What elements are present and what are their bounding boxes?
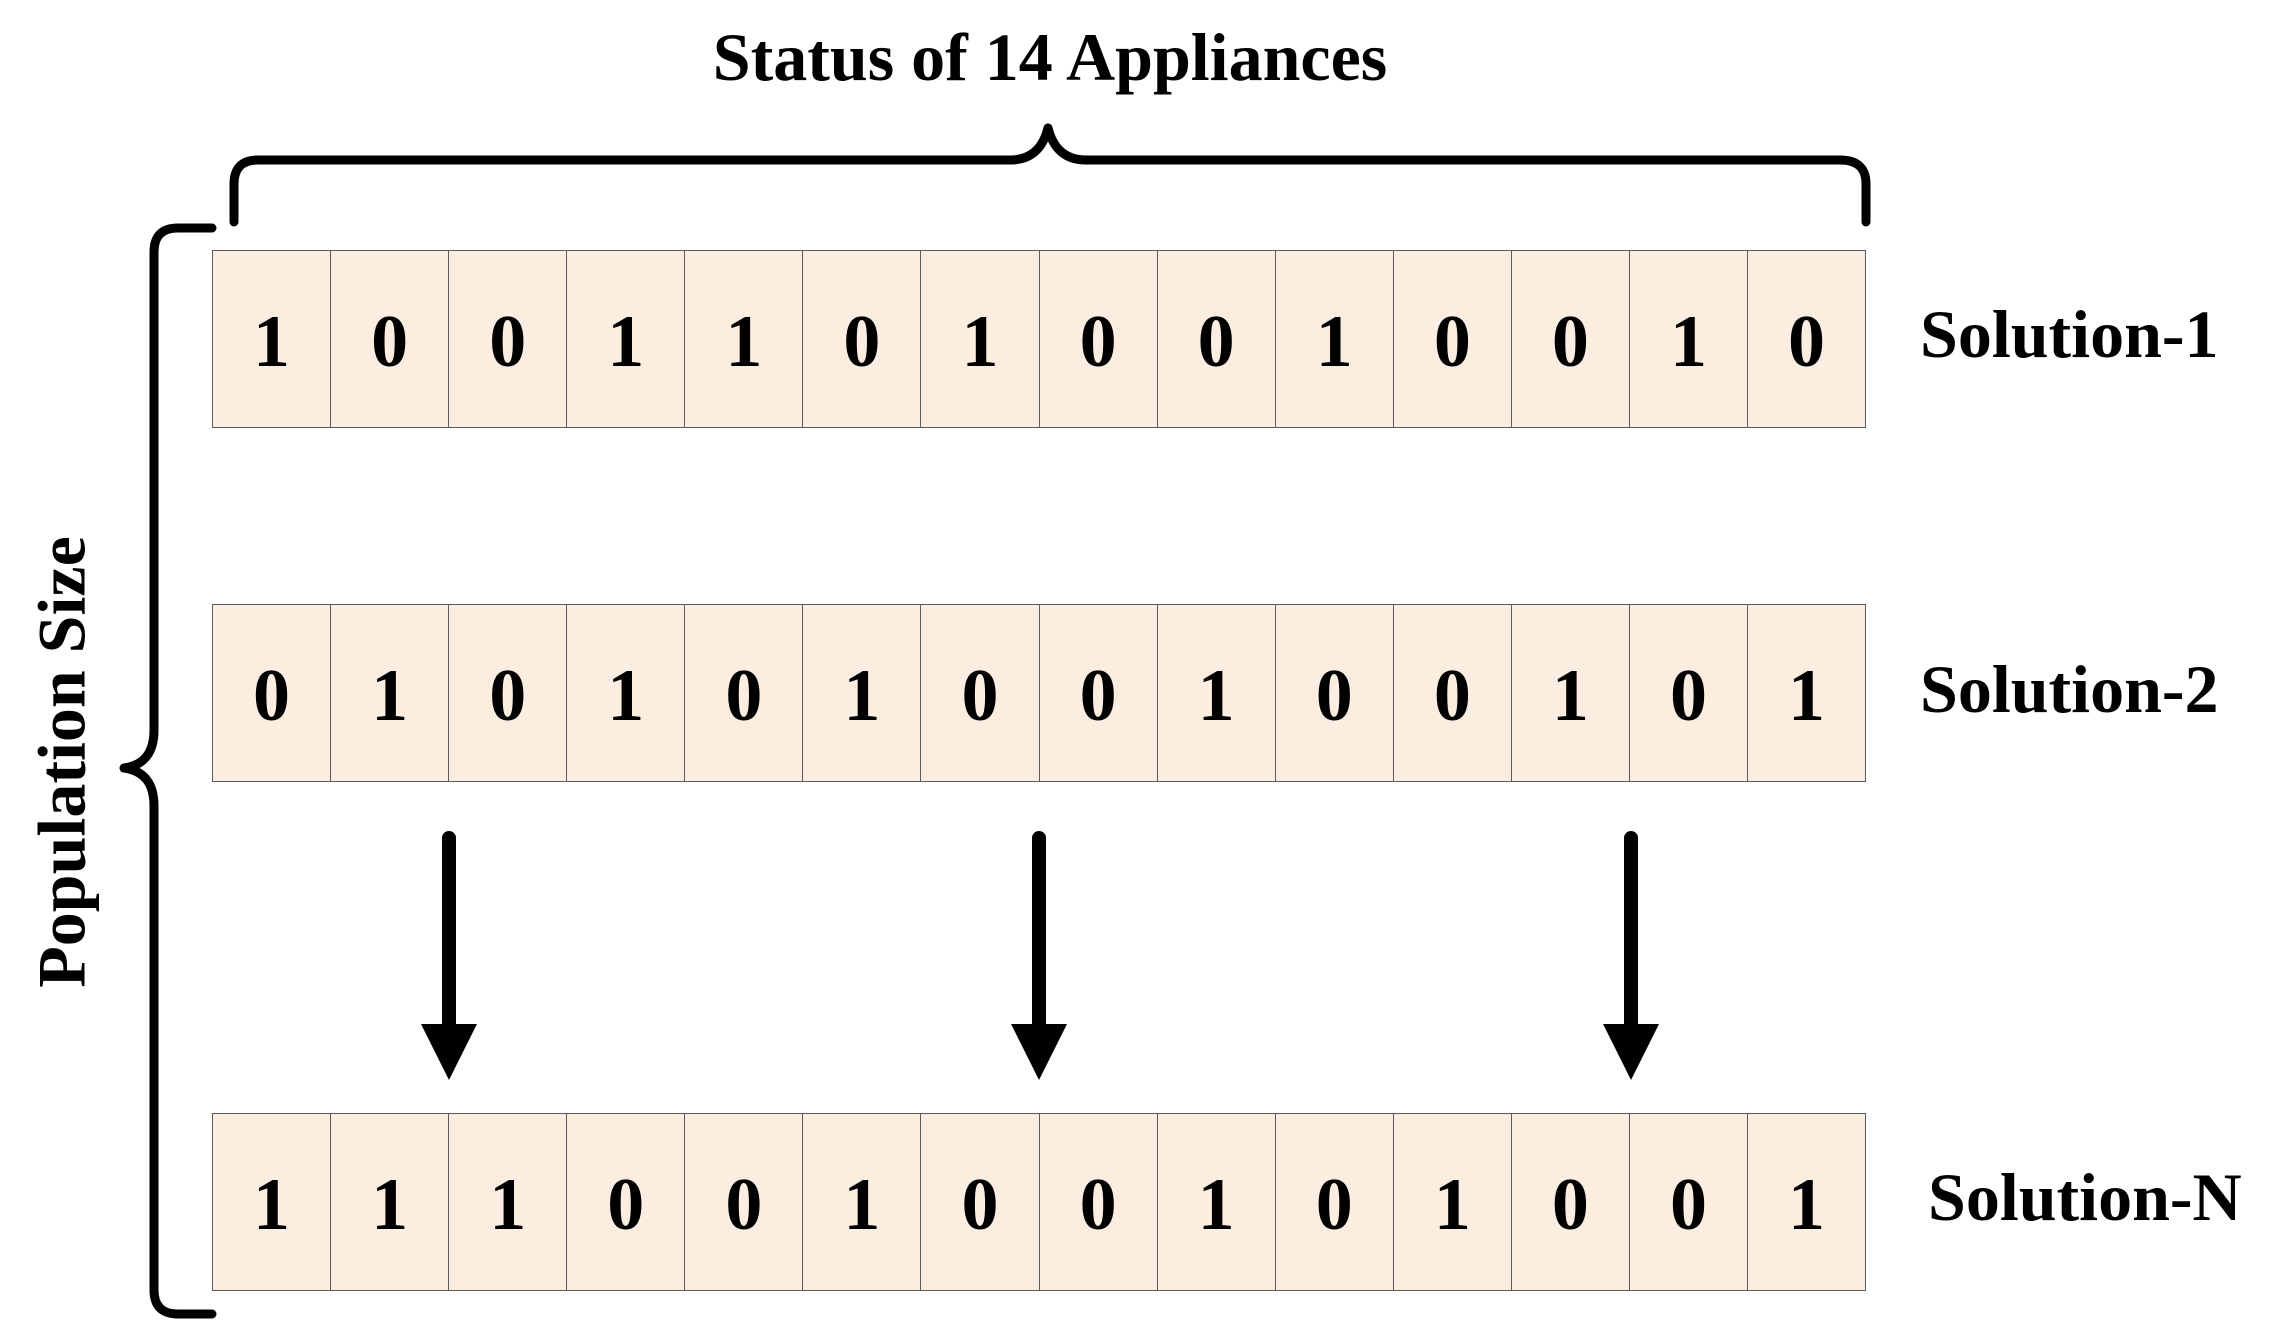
bit-cell: 0 bbox=[1158, 251, 1276, 427]
bit-cell: 1 bbox=[1788, 1163, 1826, 1246]
bit-cell: 0 bbox=[1630, 605, 1749, 781]
bit-cell: 1 bbox=[567, 251, 686, 427]
bit-cell: 0 bbox=[685, 605, 804, 781]
bit-cell: 0 bbox=[331, 251, 450, 427]
population-size-label: Population Size bbox=[23, 536, 100, 988]
bit-cell: 0 bbox=[1788, 300, 1826, 383]
bit-cell: 1 bbox=[1788, 654, 1826, 737]
bit-cell: 1 bbox=[1276, 251, 1394, 427]
bit-cell: 1 bbox=[921, 251, 1040, 427]
bit-cell: 1 bbox=[331, 1114, 450, 1290]
left-brace bbox=[119, 223, 217, 1319]
bit-cell: 0 bbox=[567, 1114, 686, 1290]
bit-cell: 0 bbox=[213, 605, 332, 781]
bit-cell: 0 bbox=[449, 605, 568, 781]
bit-cell: 1 bbox=[803, 1114, 922, 1290]
bit-cell: 1 bbox=[449, 1114, 568, 1290]
bit-cell: 0 bbox=[1040, 1114, 1158, 1290]
bit-cell: 0 bbox=[1512, 1114, 1630, 1290]
bit-cell: 0 bbox=[1040, 605, 1158, 781]
bit-cell: 1 bbox=[331, 605, 450, 781]
bit-cell: 0 bbox=[921, 1114, 1040, 1290]
bit-cell: 0 bbox=[685, 1114, 804, 1290]
solution-label: Solution-2 bbox=[1920, 651, 2219, 727]
bit-cell: 0 bbox=[1276, 1114, 1394, 1290]
bit-cell: 0 bbox=[449, 251, 568, 427]
bit-cell: 0 bbox=[803, 251, 922, 427]
bit-cell: 0 bbox=[1040, 251, 1158, 427]
bit-cell: 1 bbox=[1630, 251, 1749, 427]
solution-label: Solution-N bbox=[1928, 1159, 2242, 1235]
arrow-down-icon bbox=[1603, 831, 1659, 1080]
arrow-down-icon bbox=[421, 831, 477, 1080]
top-brace bbox=[229, 123, 1871, 227]
bit-cell: 1 bbox=[213, 1114, 332, 1290]
bit-cell: 1 bbox=[803, 605, 922, 781]
bit-cell: 1 bbox=[1394, 1114, 1512, 1290]
bit-cell: 0 bbox=[1512, 251, 1630, 427]
bit-cell: 0 bbox=[1394, 605, 1512, 781]
bit-cell: 0 bbox=[1630, 1114, 1749, 1290]
bit-cell: 0 bbox=[1394, 251, 1512, 427]
diagram-title: Status of 14 Appliances bbox=[712, 19, 1388, 95]
bit-cell: 1 bbox=[213, 251, 332, 427]
bit-cell: 1 bbox=[1158, 1114, 1276, 1290]
bit-cell: 0 bbox=[921, 605, 1040, 781]
bit-cell: 1 bbox=[1158, 605, 1276, 781]
arrow-down-icon bbox=[1011, 831, 1067, 1080]
solution-label: Solution-1 bbox=[1920, 296, 2219, 372]
bit-cell: 1 bbox=[567, 605, 686, 781]
bit-cell: 0 bbox=[1276, 605, 1394, 781]
bit-cell: 1 bbox=[1512, 605, 1630, 781]
bit-cell: 1 bbox=[685, 251, 804, 427]
